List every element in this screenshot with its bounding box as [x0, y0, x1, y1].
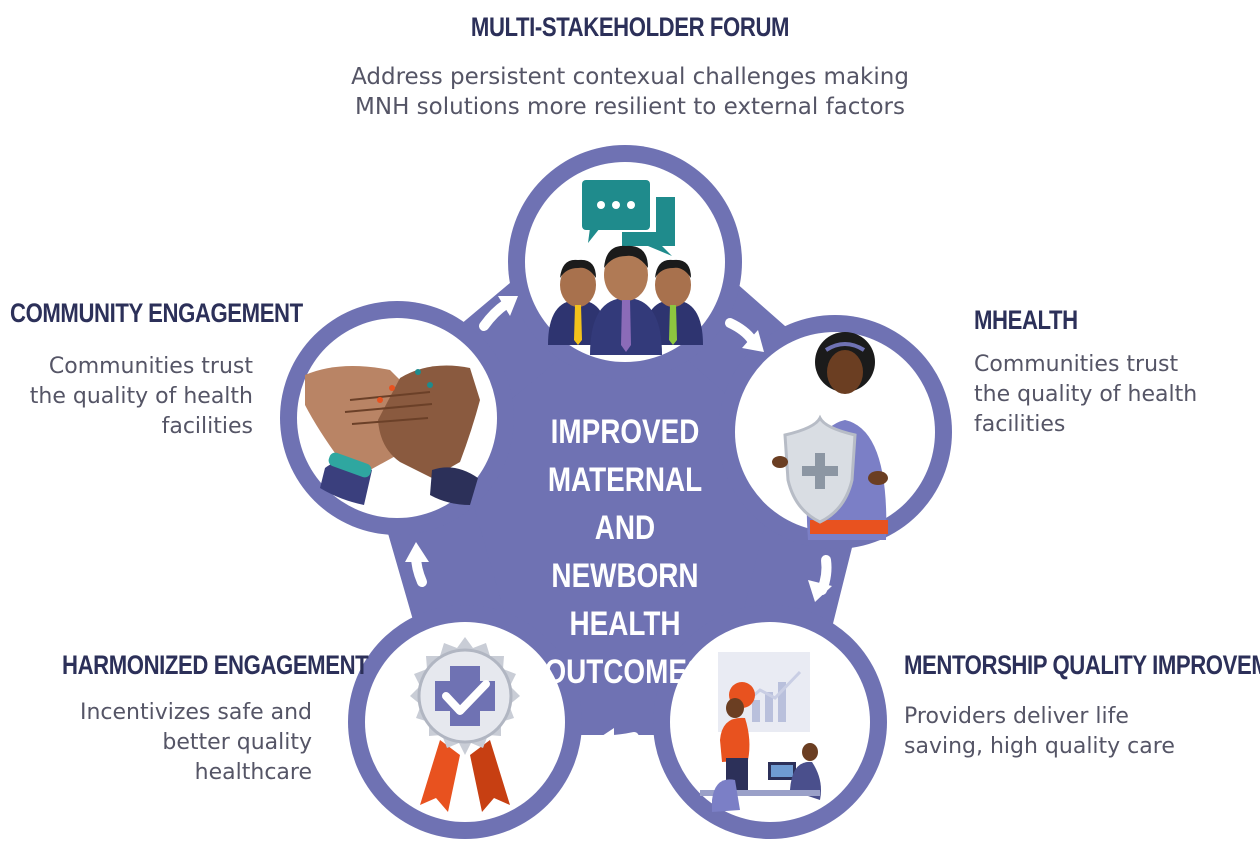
- harmonized-description: Incentivizes safe and better quality hea…: [12, 698, 312, 788]
- arrow-mentorship-to-harmonized: [596, 728, 639, 752]
- community-desc-line-1: Communities trust: [48, 354, 253, 379]
- joined-hands-icon: [305, 365, 480, 505]
- arrow-harmonized-to-community: [405, 542, 429, 587]
- forum-desc-line-2: MNH solutions more resilient to external…: [355, 94, 905, 120]
- harmonized-desc-line-3: healthcare: [194, 760, 312, 785]
- community-title: COMMUNITY ENGAGEMENT: [10, 298, 303, 328]
- arrow-community-to-forum: [479, 296, 518, 331]
- center-line-3: NEWBORN HEALTH: [551, 557, 699, 643]
- mentorship-desc-line-2: saving, high quality care: [904, 734, 1175, 759]
- center-line-2: MATERNAL AND: [547, 461, 703, 547]
- mhealth-title: MHEALTH: [974, 305, 1078, 335]
- community-desc-line-3: facilities: [161, 414, 253, 439]
- harmonized-title: HARMONIZED ENGAGEMENT: [62, 650, 369, 680]
- center-line-4: OUTCOMES: [544, 653, 706, 691]
- mentorship-description: Providers deliver life saving, high qual…: [904, 702, 1175, 762]
- mhealth-desc-line-3: facilities: [974, 412, 1066, 437]
- health-worker-shield-icon: [772, 332, 888, 540]
- quality-badge-icon: [410, 637, 520, 812]
- center-outcome-text: IMPROVED MATERNAL AND NEWBORN HEALTH OUT…: [523, 408, 728, 696]
- forum-desc-line-1: Address persistent contexual challenges …: [351, 64, 909, 90]
- cycle-arrows: [405, 296, 832, 752]
- forum-title: MULTI-STAKEHOLDER FORUM: [470, 12, 790, 42]
- mhealth-description: Communities trust the quality of health …: [974, 350, 1197, 440]
- mentorship-title: MENTORSHIP QUALITY IMPROVEMENT: [904, 650, 1260, 680]
- mentorship-meeting-icon: [700, 652, 821, 812]
- arrow-mhealth-to-mentorship: [808, 555, 832, 602]
- harmonized-desc-line-1: Incentivizes safe and: [79, 700, 312, 725]
- community-description: Communities trust the quality of health …: [10, 352, 253, 442]
- forum-description: Address persistent contexual challenges …: [0, 62, 1260, 122]
- mentorship-desc-line-1: Providers deliver life: [904, 704, 1129, 729]
- center-line-1: IMPROVED: [550, 413, 700, 451]
- community-desc-line-2: the quality of health: [29, 384, 253, 409]
- arrow-forum-to-mhealth: [725, 318, 764, 352]
- harmonized-desc-line-2: better quality: [162, 730, 312, 755]
- stakeholders-chat-icon: [548, 180, 703, 355]
- mhealth-desc-line-2: the quality of health: [974, 382, 1198, 407]
- mhealth-desc-line-1: Communities trust: [974, 352, 1179, 377]
